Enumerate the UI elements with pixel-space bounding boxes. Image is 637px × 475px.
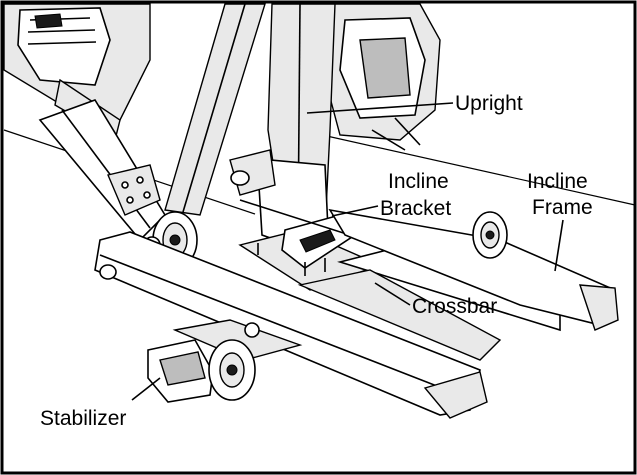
label-incline-frame-2: Frame [532,196,593,219]
label-incline-bracket-1: Incline [388,170,449,193]
rear-shroud [319,3,441,151]
leader-lines [131,102,564,401]
stabilizer-leader [131,377,161,401]
label-incline-frame-1: Incline [527,170,588,193]
lower-arm [38,99,167,242]
upright-leader [306,102,454,114]
left-frame-rail [94,231,488,419]
incline-bracket-leader [331,205,379,217]
console-housing [3,3,151,142]
machine-drawing [3,3,636,419]
label-incline-bracket-2: Bracket [380,197,451,220]
label-stabilizer: Stabilizer [40,407,126,430]
strut [164,3,266,216]
label-upright: Upright [455,92,523,115]
incline-frame-rail [328,208,619,331]
stabilizer-assembly [147,319,303,403]
crossbar-leader [374,282,411,306]
callout-labels: Upright Incline Bracket Incline Frame Cr… [40,92,593,430]
incline-frame-leader [554,219,564,272]
rear-bracket [229,149,276,196]
label-crossbar: Crossbar [412,295,497,318]
